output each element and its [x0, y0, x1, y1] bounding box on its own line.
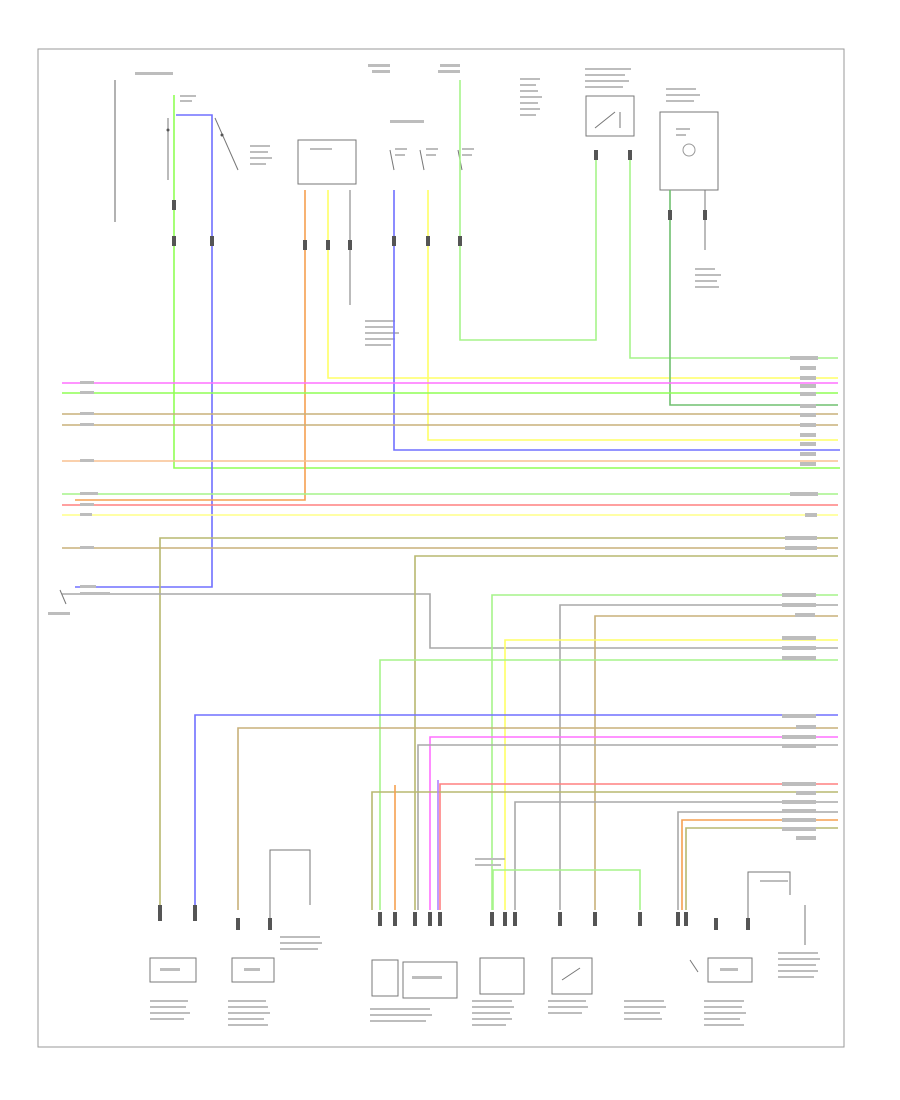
connector-pins [158, 150, 750, 930]
vertical-wires-top [75, 80, 840, 588]
bottom-component-7 [704, 871, 820, 1026]
ignition-switch [166, 95, 239, 180]
bottom-component-1 [149, 957, 197, 1020]
diagram-frame [37, 48, 845, 1048]
relay-box [520, 68, 635, 137]
right-terminal-labels [782, 356, 818, 840]
fuse-group [389, 148, 474, 171]
bottom-component-5 [548, 957, 593, 1014]
bottom-components [149, 849, 820, 1026]
bottom-component-2 [228, 849, 322, 1026]
top-right-sensor [659, 88, 721, 288]
bottom-component-6 [624, 959, 699, 1020]
bottom-component-3 [370, 959, 458, 1022]
bottom-component-4 [472, 858, 525, 1026]
lower-routing-wires [62, 537, 838, 910]
top-power-section [114, 64, 721, 346]
left-terminal-labels [48, 381, 110, 615]
horizontal-bus-wires [62, 382, 838, 549]
